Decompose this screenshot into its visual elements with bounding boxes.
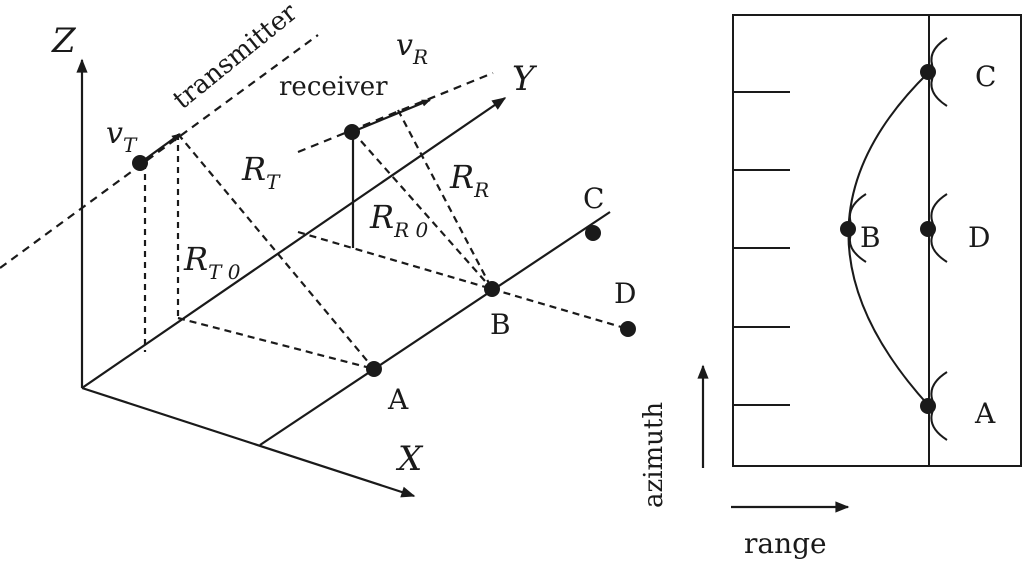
RT-slant-to-A — [177, 133, 375, 370]
axis-y-label: Y — [512, 59, 538, 99]
image-point-c-label: C — [975, 60, 996, 93]
receiver-dot — [344, 124, 360, 140]
RT0-label: RT 0 — [183, 240, 241, 284]
image-point-c-dot — [920, 64, 936, 80]
image-panel — [697, 14, 1022, 513]
point-c-dot — [585, 225, 601, 241]
vT-arrow — [139, 133, 181, 164]
point-a-label: A — [387, 383, 409, 416]
geometry-panel — [0, 34, 636, 498]
RT0-ground — [177, 316, 375, 371]
image-point-d-label: D — [968, 221, 990, 254]
point-d-dot — [620, 321, 636, 337]
receiver-slant-2 — [397, 109, 493, 290]
RR0-label: RR 0 — [369, 198, 429, 242]
image-point-a-label: A — [974, 397, 996, 430]
receiver-label: receiver — [279, 72, 388, 102]
axis-z-label: Z — [51, 21, 77, 61]
image-point-a-dot — [920, 398, 936, 414]
transmitter-path — [0, 34, 319, 269]
image-labels: C B D A azimuth range — [639, 60, 996, 560]
point-c-label: C — [583, 182, 604, 215]
image-frame — [732, 14, 1022, 467]
B-to-D — [491, 287, 629, 331]
azimuth-label: azimuth — [639, 402, 669, 508]
RR-label: RR — [449, 158, 489, 202]
vR-label: vR — [396, 28, 428, 69]
point-a-dot — [366, 361, 382, 377]
transmitter-dot — [132, 155, 148, 171]
image-point-b-label: B — [860, 221, 881, 254]
target-line — [259, 211, 611, 446]
point-d-label: D — [614, 277, 636, 310]
point-b-dot — [484, 281, 500, 297]
vR-arrow — [351, 98, 431, 134]
axis-x-label: X — [395, 439, 424, 479]
image-point-d-dot — [920, 221, 936, 237]
range-label: range — [744, 527, 827, 560]
vT-label: vT — [106, 116, 138, 157]
receiver-path — [297, 71, 494, 154]
RT-label: RT — [241, 150, 281, 194]
x-axis — [81, 386, 416, 498]
y-axis — [81, 97, 507, 389]
image-point-b-dot — [840, 221, 856, 237]
RR-slant-to-B — [352, 131, 493, 290]
RR0-ground — [297, 230, 493, 291]
point-b-label: B — [490, 308, 511, 341]
